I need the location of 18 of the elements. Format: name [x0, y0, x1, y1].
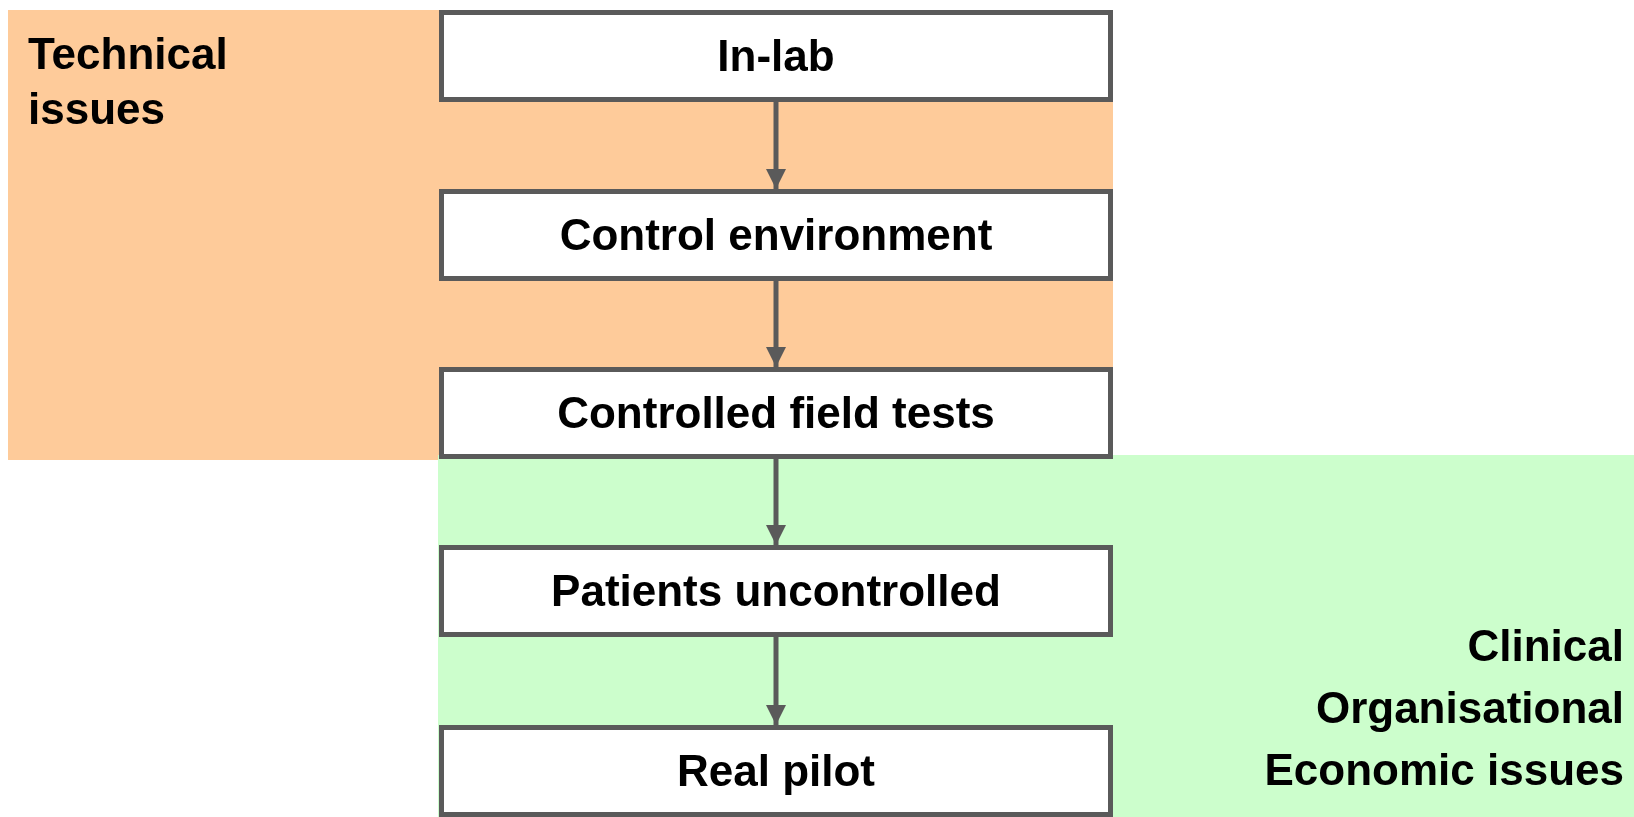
step-label: Real pilot [677, 746, 875, 796]
region-label: Clinical Organisational Economic issues [1263, 620, 1624, 796]
step-label: Controlled field tests [557, 388, 995, 438]
region-label: Technical issues [28, 28, 229, 135]
process-box [439, 725, 1113, 817]
region-band [438, 455, 1634, 817]
arrow [766, 637, 786, 725]
region-band [8, 10, 1113, 460]
arrow [766, 459, 786, 545]
step-label: Control environment [559, 210, 993, 260]
arrow [766, 281, 786, 367]
process-box [439, 367, 1113, 459]
arrow [766, 102, 786, 189]
step-label: In-lab [717, 31, 835, 81]
process-box [439, 545, 1113, 637]
process-box [439, 10, 1113, 102]
step-label: Patients uncontrolled [551, 566, 1001, 616]
process-box [439, 189, 1113, 281]
